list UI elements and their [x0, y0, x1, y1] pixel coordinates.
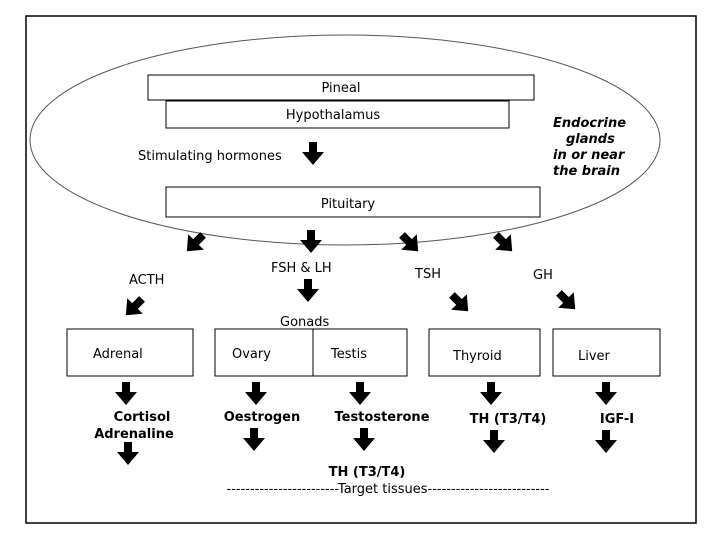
stimulating-hormones-label: Stimulating hormones	[138, 149, 282, 164]
oestrogen-label: Oestrogen	[224, 410, 301, 425]
pituitary-label: Pituitary	[321, 197, 376, 212]
ovary-box	[214, 328, 314, 377]
brain-label-line-1: Endocrine	[553, 116, 626, 131]
arrow-pituitary-gh	[488, 227, 520, 259]
liver-box	[552, 328, 661, 377]
adrenaline-label: Adrenaline	[94, 427, 174, 442]
igf-label: IGF-I	[600, 412, 634, 427]
hypothalamus-box	[165, 100, 510, 129]
arrow-adrenal-products-down	[117, 442, 139, 465]
arrow-fsh-lh-gonads	[297, 279, 319, 302]
thyroid-box	[428, 328, 541, 377]
pineal-label: Pineal	[322, 81, 361, 96]
testis-box	[312, 328, 408, 377]
arrow-hypothalamus-pituitary	[302, 142, 324, 165]
pituitary-box	[165, 186, 541, 218]
hypothalamus-label: Hypothalamus	[286, 108, 380, 123]
arrow-gh-liver	[551, 285, 583, 317]
arrow-thyroid-hormone-down	[483, 430, 505, 453]
thyroid-hormone-label: TH (T3/T4)	[470, 412, 547, 427]
arrow-thyroid-down	[480, 382, 502, 405]
arrow-acth-adrenal	[118, 291, 150, 323]
arrow-pituitary-fsh-lh	[300, 230, 322, 253]
arrow-liver-down	[595, 382, 617, 405]
cortisol-label: Cortisol	[114, 410, 171, 425]
arrow-igf-down	[595, 430, 617, 453]
pineal-box	[147, 74, 535, 101]
arrow-testosterone-down	[353, 428, 375, 451]
liver-label: Liver	[578, 349, 611, 364]
arrow-testis-down	[349, 382, 371, 405]
thyroid-label: Thyroid	[452, 349, 502, 364]
brain-label-line-2: glands	[566, 132, 615, 147]
bottom-thyroid-hormone-label: TH (T3/T4)	[329, 465, 406, 480]
acth-label: ACTH	[129, 273, 164, 288]
brain-label-line-3: in or near	[553, 148, 626, 163]
arrow-oestrogen-down	[243, 428, 265, 451]
testis-label: Testis	[330, 347, 367, 362]
target-tissues-line: ------------------------Target tissues--…	[227, 482, 550, 497]
arrow-tsh-thyroid	[444, 287, 476, 319]
fsh-lh-label: FSH & LH	[271, 261, 332, 276]
adrenal-box	[66, 328, 194, 377]
arrow-adrenal-down	[115, 382, 137, 405]
brain-region-label: Endocrine glands in or near the brain	[553, 116, 626, 179]
ovary-label: Ovary	[232, 347, 271, 362]
tsh-label: TSH	[414, 267, 441, 282]
diagram-frame	[25, 15, 697, 524]
arrow-ovary-down	[245, 382, 267, 405]
gonads-label: Gonads	[280, 315, 329, 330]
gh-label: GH	[533, 268, 553, 283]
testosterone-label: Testosterone	[334, 410, 429, 425]
brain-region-ellipse	[29, 34, 661, 246]
adrenal-label: Adrenal	[93, 347, 143, 362]
brain-label-line-4: the brain	[553, 164, 620, 179]
